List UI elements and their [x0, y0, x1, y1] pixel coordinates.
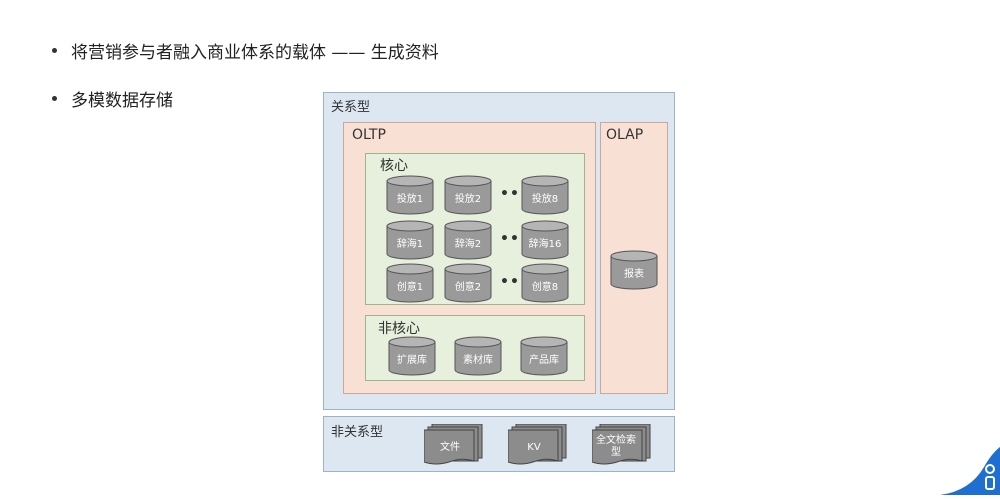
database-cylinder: 投放1	[386, 175, 434, 215]
database-icon	[444, 220, 492, 260]
database-label: 投放8	[531, 194, 559, 205]
database-cylinder: 报表	[610, 250, 658, 290]
database-icon	[386, 263, 434, 303]
database-label: 创意2	[454, 282, 482, 293]
database-icon	[388, 336, 436, 376]
core-label: 核心	[380, 158, 408, 174]
document-label: 全文检索型	[596, 435, 636, 458]
bullet-item: 将营销参与者融入商业体系的载体 —— 生成资料	[52, 38, 439, 63]
noncore-label: 非核心	[378, 321, 420, 337]
database-label: 投放1	[396, 194, 424, 205]
database-label: 报表	[624, 269, 644, 280]
brand-swoosh-icon	[940, 447, 1000, 495]
database-label: 扩展库	[397, 355, 427, 366]
database-icon	[444, 263, 492, 303]
document-label: KV	[527, 442, 541, 453]
oltp-label: OLTP	[352, 127, 386, 143]
bullet-dot	[52, 48, 57, 53]
database-cylinder: 产品库	[520, 336, 568, 376]
bullet-dot	[52, 96, 57, 101]
database-cylinder: 辞海1	[386, 220, 434, 260]
database-icon	[386, 175, 434, 215]
database-icon	[454, 336, 502, 376]
database-icon	[386, 220, 434, 260]
database-cylinder: 辞海2	[444, 220, 492, 260]
document-stack-icon	[424, 424, 483, 465]
olap-label: OLAP	[606, 127, 644, 143]
database-label: 创意1	[396, 282, 424, 293]
database-label: 辞海16	[528, 239, 562, 250]
database-cylinder: 创意2	[444, 263, 492, 303]
bullet-text: 将营销参与者融入商业体系的载体 —— 生成资料	[71, 43, 439, 63]
database-cylinder: 投放2	[444, 175, 492, 215]
nonrelational-label: 非关系型	[331, 425, 384, 440]
database-label: 素材库	[463, 355, 493, 366]
database-icon	[521, 175, 569, 215]
database-icon	[444, 175, 492, 215]
relational-label: 关系型	[331, 100, 371, 115]
database-cylinder: 辞海16	[521, 220, 569, 260]
document-stack-icon	[592, 424, 651, 465]
database-icon	[521, 263, 569, 303]
database-icon	[610, 250, 658, 290]
database-label: 辞海1	[396, 239, 424, 250]
document-stack: 全文检索型	[592, 424, 652, 466]
database-label: 投放2	[454, 194, 482, 205]
database-cylinder: 扩展库	[388, 336, 436, 376]
document-label: 文件	[440, 442, 460, 453]
corner-logo	[940, 445, 1000, 499]
database-label: 辞海2	[454, 239, 482, 250]
database-icon	[521, 220, 569, 260]
document-stack: 文件	[424, 424, 484, 466]
bullet-text: 多模数据存储	[71, 91, 173, 111]
document-stack: KV	[508, 424, 568, 466]
database-cylinder: 创意8	[521, 263, 569, 303]
database-label: 创意8	[531, 282, 559, 293]
database-cylinder: 素材库	[454, 336, 502, 376]
document-stack-icon	[508, 424, 567, 465]
database-cylinder: 创意1	[386, 263, 434, 303]
database-label: 产品库	[529, 355, 559, 366]
database-icon	[520, 336, 568, 376]
database-cylinder: 投放8	[521, 175, 569, 215]
bullet-item: 多模数据存储	[52, 86, 173, 111]
